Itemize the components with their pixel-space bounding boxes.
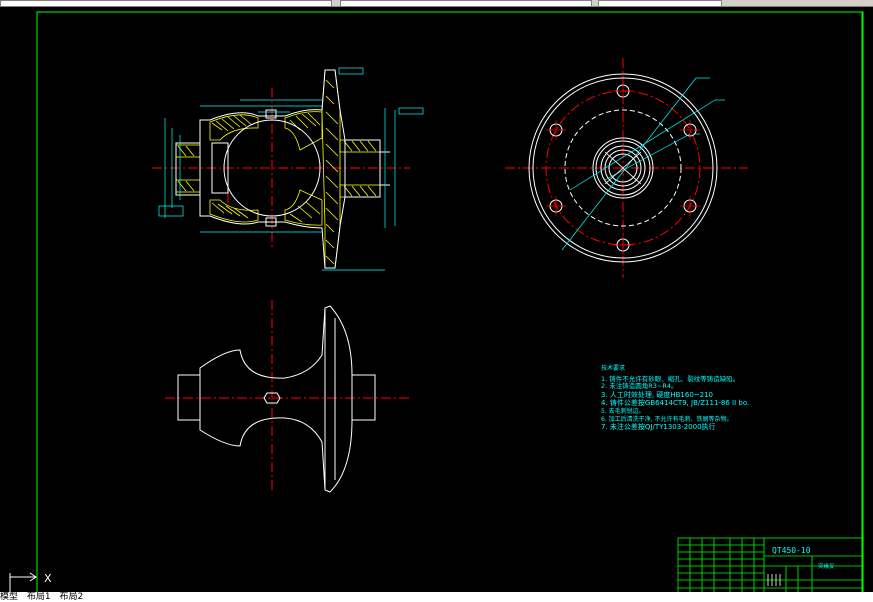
technical-notes: 技术要求 1. 铸件不允许有砂眼、缩孔、裂纹等铸造缺陷。 2. 未注铸造圆角R3… [601, 364, 749, 431]
notes-title: 技术要求 [601, 364, 625, 372]
drawing-number: QT450-10 [772, 546, 811, 555]
note-item: 6. 加工后清洗干净, 不允许有毛刺、铁屑等杂物。 [601, 415, 732, 423]
tab-layout2[interactable]: 布局2 [59, 592, 84, 602]
ucs-icon: X [9, 572, 52, 592]
note-item: 5. 去毛刺锐边。 [601, 407, 645, 415]
tab-layout1[interactable]: 布局1 [26, 592, 51, 602]
note-item: 4. 铸件公差按GB6414CT9, JB/Z111-86 II bo. [601, 398, 749, 407]
toolbar-segment-middle[interactable] [340, 0, 592, 7]
tab-model[interactable]: 模型 [0, 592, 19, 602]
bottom-view [165, 300, 412, 493]
ucs-x-label: X [44, 572, 52, 585]
note-item: 2. 未注铸造圆角R3~R4。 [601, 381, 678, 390]
note-item: 1. 铸件不允许有砂眼、缩孔、裂纹等铸造缺陷。 [601, 374, 739, 383]
toolbar-strip [0, 0, 873, 7]
flange-end-view [505, 58, 748, 278]
title-block: QT450-10 突缘叉 [677, 537, 863, 592]
layout-tabs: 模型 布局1 布局2 [0, 592, 873, 602]
part-name: 突缘叉 [818, 562, 835, 570]
front-section-view [152, 67, 424, 271]
toolbar-segment-left[interactable] [0, 0, 332, 7]
drawing-frame [36, 11, 864, 592]
note-item: 3. 人工时效处理, 硬度HB160~210 [601, 390, 713, 399]
toolbar-segment-right[interactable] [598, 0, 722, 7]
drawing-canvas[interactable]: 技术要求 1. 铸件不允许有砂眼、缩孔、裂纹等铸造缺陷。 2. 未注铸造圆角R3… [0, 6, 873, 592]
note-item: 7. 未注公差按QJ/TY1303-2000执行 [601, 422, 716, 431]
